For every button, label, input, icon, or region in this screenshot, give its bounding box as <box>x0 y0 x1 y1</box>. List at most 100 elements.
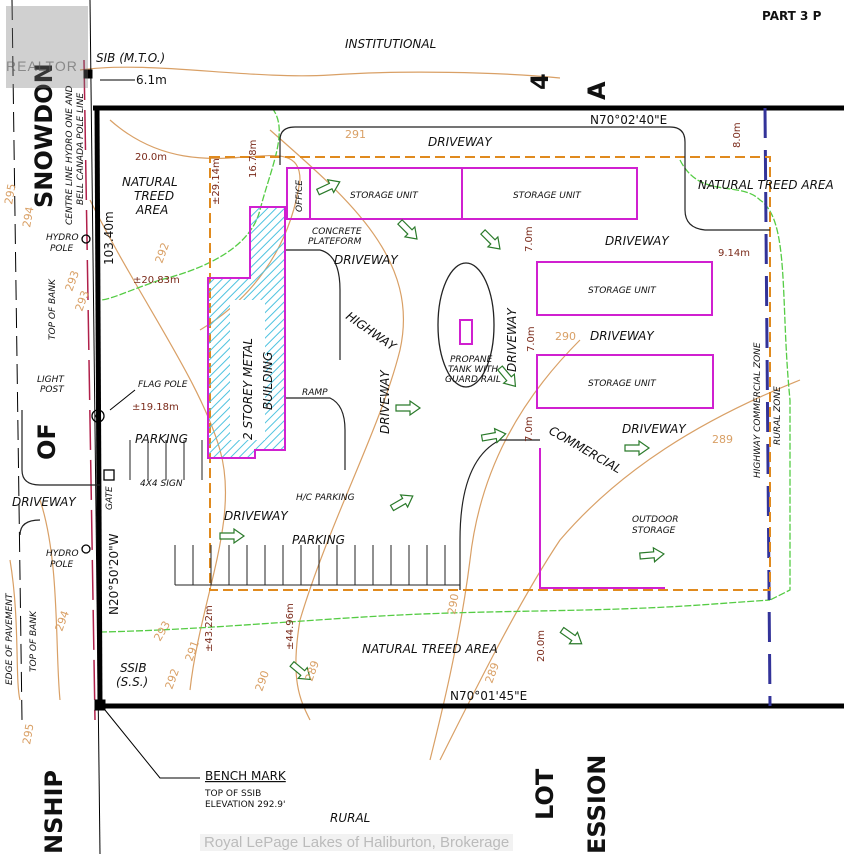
storage-3-label: STORAGE UNIT <box>588 286 657 296</box>
zone-hc: HIGHWAY COMMERCIAL ZONE <box>753 342 763 478</box>
title: PART 3 P <box>762 9 822 23</box>
storage-unit-2 <box>461 167 638 220</box>
contour-label: 293 <box>73 289 92 313</box>
driveway-right1: DRIVEWAY <box>605 234 670 248</box>
dim-19-18: ±19.18m <box>132 402 179 413</box>
highway-label: HIGHWAY <box>343 309 400 355</box>
dim-sib: 6.1m <box>136 73 167 87</box>
contour-label: 295 <box>20 723 36 746</box>
contour-label: 292 <box>163 667 182 691</box>
dim-7-0a: 7.0m <box>524 226 535 252</box>
driveway-outlines <box>19 126 770 590</box>
south-adjacent: RURAL <box>330 811 370 825</box>
lot-letter: A <box>583 81 611 100</box>
bench-mark: BENCH MARK <box>205 769 287 783</box>
dim-43-22: ±43.22m <box>204 605 215 652</box>
parking-1: PARKING <box>135 432 188 446</box>
north-adjacent: INSTITUTIONAL <box>345 37 436 51</box>
propane-3: GUARD RAIL <box>445 375 501 385</box>
driveway-top: DRIVEWAY <box>428 135 493 149</box>
dim-8-0: 8.0m <box>732 122 743 148</box>
bearing-west: N20°50'20"W <box>107 533 121 615</box>
driveway-1: DRIVEWAY <box>334 253 399 267</box>
outdoor-storage <box>539 448 665 589</box>
driveway-right2: DRIVEWAY <box>590 329 655 343</box>
dim-7-0c: 7.0m <box>524 416 535 442</box>
driveway-vert1: DRIVEWAY <box>378 369 392 434</box>
road-of: OF <box>33 423 61 460</box>
dim-16-78: 16.78m <box>248 140 259 178</box>
driveway-vert2: DRIVEWAY <box>505 307 519 372</box>
road-lot: LOT <box>531 768 559 820</box>
hc-parking: H/C PARKING <box>296 493 355 503</box>
building-label-2: BUILDING <box>261 352 275 410</box>
light-post-2: POST <box>40 385 65 395</box>
bearing-south: N70°01'45"E <box>450 689 527 703</box>
dim-rear-20: 20.0m <box>536 630 547 662</box>
contour-label: 293 <box>151 619 173 644</box>
contour-label: 294 <box>20 206 36 229</box>
storage-4-label: STORAGE UNIT <box>588 379 657 389</box>
hydro-pole-1a: HYDRO <box>46 233 79 243</box>
dim-7-0b: 7.0m <box>526 326 537 352</box>
propane-tank <box>459 319 473 345</box>
zone-boundary <box>763 107 772 707</box>
treed-nw-1: NATURAL <box>122 175 178 189</box>
contour-label: 289 <box>712 433 733 446</box>
sib-label: SIB (M.T.O.) <box>96 51 165 65</box>
outdoor-2: STORAGE <box>632 526 676 536</box>
road-township: NSHIP <box>40 770 68 854</box>
driveway-west: DRIVEWAY <box>12 495 77 509</box>
contour-label: 289 <box>303 659 322 683</box>
dim-20-83: ±20.83m <box>133 275 180 286</box>
flag-pole: FLAG POLE <box>138 380 188 390</box>
storage-unit-4 <box>536 354 714 409</box>
ramp-label: RAMP <box>302 388 328 398</box>
treed-nw-3: AREA <box>135 203 168 217</box>
contour-label: 290 <box>555 330 576 343</box>
parking-2: PARKING <box>292 533 345 547</box>
hydro-pole-2a: HYDRO <box>46 549 79 559</box>
property-boundary <box>11 0 844 854</box>
contour-label: 290 <box>253 669 272 693</box>
storage-1-label: STORAGE UNIT <box>350 191 419 201</box>
bench-detail-1: TOP OF SSIB <box>204 789 261 799</box>
light-post-1: LIGHT <box>37 375 65 385</box>
propane-1: PROPANE <box>450 355 493 365</box>
bench-detail-2: ELEVATION 292.9' <box>205 800 286 810</box>
dim-44-96: ±44.96m <box>285 603 296 650</box>
ssib-2: (S.S.) <box>116 675 148 689</box>
bearing-north: N70°02'40"E <box>590 113 667 127</box>
top-of-bank-1: TOP OF BANK <box>48 278 58 340</box>
road-concession: ESSION <box>583 755 611 854</box>
dim-29-14: ±29.14m <box>211 158 222 205</box>
poles <box>81 234 115 554</box>
hydro-line-label: CENTRE LINE HYDRO ONE AND <box>65 85 75 225</box>
setback-line <box>209 156 771 591</box>
contour-label: 291 <box>183 639 202 663</box>
outdoor-1: OUTDOOR <box>632 515 679 525</box>
lot-number: 4 <box>526 73 554 90</box>
treed-nw-2: TREED <box>134 189 174 203</box>
driveway-bottom: DRIVEWAY <box>224 509 289 523</box>
treed-ne: NATURAL TREED AREA <box>698 178 834 192</box>
building-label-1: 2 STOREY METAL <box>241 338 255 440</box>
contour-label: 290 <box>445 593 461 616</box>
commercial-label: COMMERCIAL <box>547 423 624 476</box>
treed-s: NATURAL TREED AREA <box>362 642 498 656</box>
top-of-bank-2: TOP OF BANK <box>29 610 39 672</box>
concrete-2: PLATEFORM <box>308 237 362 247</box>
sign-label: 4X4 SIGN <box>140 479 183 489</box>
dim-west-length: 103.40m <box>102 211 116 265</box>
ssib-1: SSIB <box>120 661 147 675</box>
contour-label: 291 <box>345 128 366 141</box>
road-snowdon: SNOWDON <box>30 63 58 208</box>
hydro-pole-1b: POLE <box>50 244 74 254</box>
bell-line-label: BELL CANADA POLE LINE <box>76 92 86 205</box>
office-label: OFFICE <box>295 180 305 212</box>
realtor-logo-text: REALTOR <box>6 58 78 74</box>
realtor-logo <box>6 6 88 88</box>
storage-unit-3 <box>536 261 713 316</box>
